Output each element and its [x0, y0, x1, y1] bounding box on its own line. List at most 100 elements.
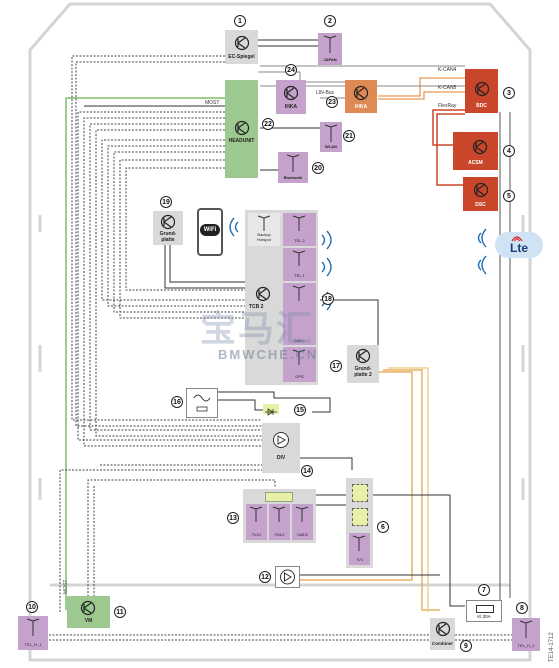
tv-antenna: TV1/2: [246, 504, 267, 540]
antenna-icon: [295, 506, 309, 522]
grundplatte-module: Grund- platte: [153, 211, 183, 245]
fuse-kl30a: Kl.30A: [466, 600, 502, 622]
transistor-icon: [474, 81, 490, 97]
transistor-icon: [435, 621, 451, 637]
dab-label: DAB L: [293, 338, 306, 343]
bdc-label: BDC: [476, 103, 487, 109]
tel1-antenna: TEL 1: [283, 248, 316, 281]
tv-antenna-label: TV1/2: [251, 533, 262, 537]
tv3-label: TV3: [356, 558, 363, 562]
antenna-icon: [249, 506, 263, 522]
most-bus-line: [65, 97, 225, 610]
callout-3: 3: [503, 87, 515, 99]
antenna-icon: [292, 250, 306, 266]
filter-module: [186, 388, 218, 418]
wlan-label: WLAN: [325, 144, 337, 149]
transistor-icon: [353, 85, 369, 101]
callout-24: 24: [285, 64, 297, 76]
coil-element-1: [352, 484, 368, 502]
transistor-icon: [283, 85, 299, 101]
diode-element: [263, 404, 279, 416]
grundplatte2-label: Grund- platte 2: [354, 366, 372, 378]
antenna-icon: [292, 349, 306, 365]
fuse-icon: [476, 605, 494, 613]
antenna-icon: [286, 154, 300, 172]
transistor-icon: [234, 35, 250, 51]
watermark-logo: 宝马汇: [200, 308, 315, 349]
antenna-icon: [323, 35, 337, 53]
callout-14: 14: [301, 465, 313, 477]
most-label-top: MOST: [205, 100, 220, 106]
callout-23: 23: [326, 96, 338, 108]
coil-element-2: [352, 508, 368, 526]
combiner-module: Combiner: [430, 618, 455, 650]
callout-10: 10: [26, 601, 38, 613]
lin-bus-label: LIN-Bus: [316, 90, 335, 96]
callout-18: 18: [322, 293, 334, 305]
transistor-icon: [355, 348, 371, 364]
dab-b-antenna-label: DAB B: [297, 533, 308, 537]
grundplatte-label: Grund- platte: [159, 231, 177, 243]
callout-5: 5: [503, 190, 515, 202]
fm-antenna-label: FM1/2: [274, 533, 285, 537]
transistor-icon: [80, 600, 96, 616]
tel-h-rear-label: TEL_H_2: [517, 643, 535, 648]
transistor-icon: [255, 286, 271, 302]
antenna-icon: [26, 618, 40, 636]
antenna-icon: [519, 620, 533, 638]
backup-hotspot-label: Backup Hotspot: [257, 232, 271, 242]
watermark-text: BMWCHE.CN: [218, 347, 319, 362]
callout-7: 7: [478, 584, 490, 596]
antenna-icon: [324, 124, 338, 142]
lte-text: Lte: [510, 241, 528, 255]
callout-8: 8: [516, 602, 528, 614]
antenna-block-13: TV1/2 FM1/2 DAB B: [243, 489, 316, 543]
kcan4-label: K-CAN4: [438, 67, 457, 73]
gps-label: GPS: [295, 374, 304, 379]
ec-spiegel-label: EC-Spiegel: [228, 54, 255, 60]
callout-12: 12: [259, 571, 271, 583]
japan-label: JAPAN: [323, 57, 337, 62]
fuse-label: Kl.30A: [477, 614, 491, 619]
antenna-icon: [352, 535, 366, 551]
tel-h-rear-antenna: TEL_H_2: [512, 618, 540, 651]
div-module: DIV: [262, 423, 300, 473]
callout-4: 4: [503, 145, 515, 157]
bluetooth-antenna: Bluetooth: [278, 152, 308, 183]
callout-16: 16: [171, 396, 183, 408]
antenna-icon: [257, 215, 271, 231]
tel-h-front-label: TEL_H_1: [24, 642, 42, 647]
ihka-antenna: IHKA: [276, 80, 306, 114]
bdc-module: BDC: [465, 69, 498, 113]
wifi-phone-icon: WiFi: [197, 208, 223, 256]
vm-label: VM: [84, 618, 93, 624]
callout-19: 19: [160, 196, 172, 208]
callout-6: 6: [377, 521, 389, 533]
callout-11: 11: [114, 606, 126, 618]
transistor-icon: [160, 214, 176, 230]
ihka-main-label: IHKA: [354, 104, 368, 110]
transistor-icon: [234, 120, 250, 136]
wifi-badge: WiFi: [200, 224, 220, 236]
connector-strip: [265, 492, 293, 502]
figure-id: TE14-1712: [549, 632, 555, 662]
callout-17: 17: [330, 360, 342, 372]
amplifier-icon: [273, 432, 289, 448]
ihka-module: IHKA: [345, 80, 377, 113]
gps-antenna: GPS: [283, 347, 316, 382]
transistor-icon: [473, 182, 489, 198]
headunit-label: HEADUNIT: [228, 138, 255, 144]
callout-22: 22: [262, 118, 274, 130]
div-label: DIV: [276, 455, 286, 461]
callout-2: 2: [324, 15, 336, 27]
fm-antenna: FM1/2: [269, 504, 290, 540]
sine-icon: [193, 394, 211, 412]
lte-cloud: Lte: [495, 232, 543, 258]
signal-waves: [229, 217, 487, 311]
diode-icon: [265, 408, 277, 416]
combiner-label: Combiner: [431, 641, 453, 646]
ihka-ant-label: IHKA: [284, 104, 298, 110]
transistor-icon: [472, 139, 488, 155]
ec-spiegel-module: EC-Spiegel: [225, 30, 258, 64]
tel2-antenna: TEL 2: [283, 213, 316, 246]
